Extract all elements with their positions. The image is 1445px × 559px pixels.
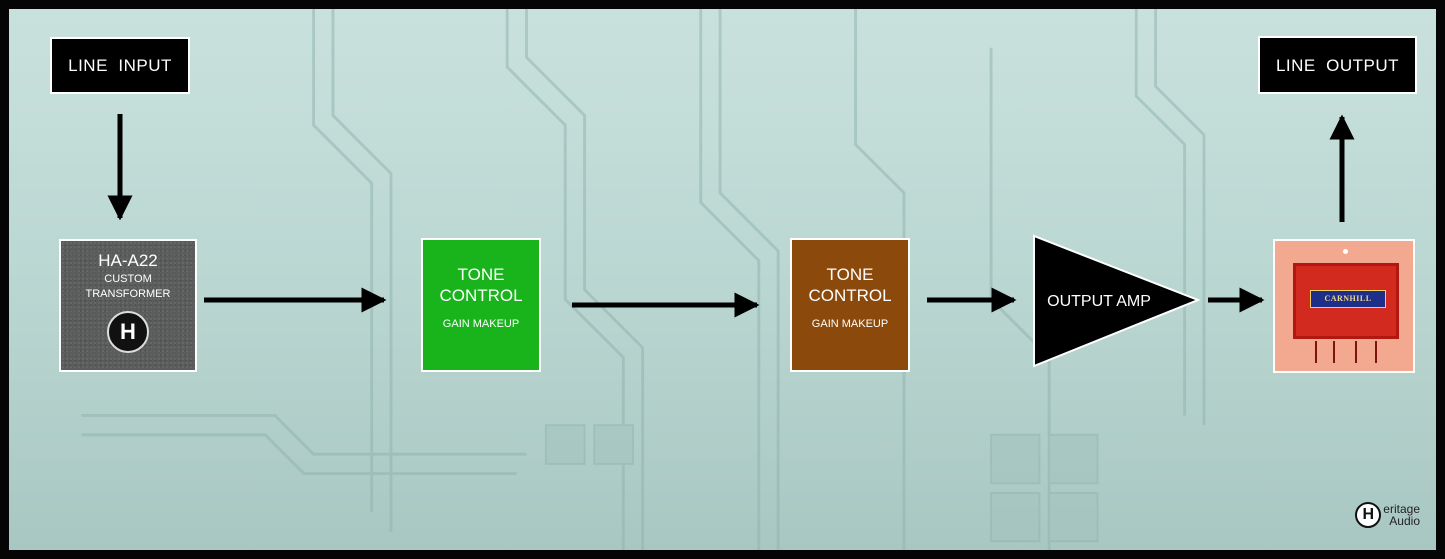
heritage-h-icon: H <box>107 311 149 353</box>
wire <box>1375 341 1377 363</box>
transformer-title: HA-A22 <box>98 251 158 270</box>
tone-control-2-line1: TONE <box>826 265 874 284</box>
tone-control-2-block: TONE CONTROL GAIN MAKEUP <box>790 238 910 372</box>
line-output-box: LINE OUTPUT <box>1258 36 1417 94</box>
tone-control-1-sub: GAIN MAKEUP <box>442 318 520 330</box>
heritage-logo-icon: H <box>1355 502 1382 528</box>
transformer-line1: CUSTOM <box>104 273 152 285</box>
tone-control-1-line1: TONE <box>457 265 505 284</box>
transformer-line2: TRANSFORMER <box>85 288 171 300</box>
tone-control-1-line2: CONTROL <box>439 286 523 305</box>
carnhill-plate: CARNHILL <box>1310 290 1386 308</box>
circuit-background <box>81 9 1206 550</box>
wire <box>1355 341 1357 363</box>
wire <box>1333 341 1335 363</box>
carnhill-transformer-body: CARNHILL <box>1293 263 1399 339</box>
carnhill-transformer-image: CARNHILL <box>1273 239 1415 373</box>
output-amp-label: OUTPUT AMP <box>1047 293 1151 310</box>
tone-control-1-block: TONE CONTROL GAIN MAKEUP <box>421 238 541 372</box>
logo-word-1: eritage <box>1383 502 1420 516</box>
line-input-box: LINE INPUT <box>50 37 190 94</box>
heritage-audio-logo: H eritage Audio <box>1355 502 1420 528</box>
tone-control-2-line2: CONTROL <box>808 286 892 305</box>
tone-control-2-sub: GAIN MAKEUP <box>811 318 889 330</box>
screw-icon <box>1343 249 1348 254</box>
transformer-block: HA-A22 CUSTOM TRANSFORMER H <box>59 239 197 372</box>
line-output-label: LINE OUTPUT <box>1275 55 1400 75</box>
output-amp-triangle <box>1033 234 1201 368</box>
wire <box>1315 341 1317 363</box>
line-input-label: LINE INPUT <box>68 56 172 75</box>
logo-word-2: Audio <box>1389 514 1420 528</box>
